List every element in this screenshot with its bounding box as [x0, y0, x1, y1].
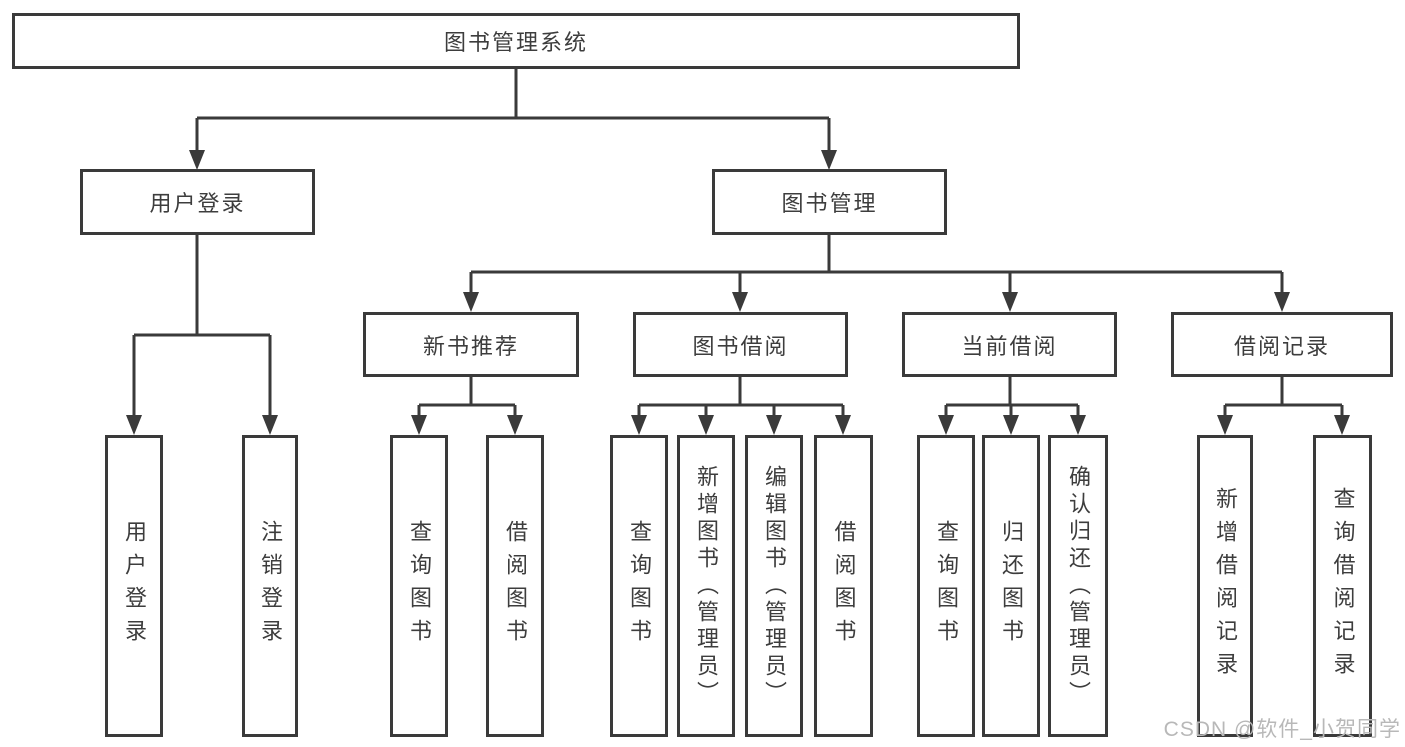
leaf-user-login-label: 用户登录: [122, 520, 147, 652]
leaf-user-login: 用户登录: [105, 435, 163, 737]
leaf-add-book-admin: 新增图书（管理员）: [677, 435, 735, 737]
node-borrow-records-label: 借阅记录: [1233, 333, 1330, 359]
leaf-return-book-label: 归还图书: [999, 520, 1024, 652]
leaf-borrow-books-2: 借阅图书: [814, 435, 873, 737]
leaf-return-book: 归还图书: [982, 435, 1040, 737]
node-root-label: 图书管理系统: [443, 30, 588, 55]
node-user-login-label: 用户登录: [149, 191, 246, 216]
node-book-management: 图书管理: [712, 169, 947, 235]
leaf-add-book-admin-label: 新增图书（管理员）: [694, 464, 719, 708]
watermark: CSDN @软件_小贺同学: [1163, 718, 1401, 741]
node-borrow-records: 借阅记录: [1171, 312, 1393, 377]
node-user-login: 用户登录: [80, 169, 315, 235]
leaf-borrow-books-2-label: 借阅图书: [831, 520, 857, 652]
leaf-add-borrow-record-label: 新增借阅记录: [1213, 487, 1238, 685]
node-new-book-recommend: 新书推荐: [363, 312, 579, 377]
leaf-confirm-return-admin: 确认归还（管理员）: [1048, 435, 1108, 737]
leaf-query-books-1: 查询图书: [390, 435, 448, 737]
node-book-borrowing-label: 图书借阅: [692, 333, 789, 359]
leaf-logout-label: 注销登录: [258, 520, 283, 652]
leaf-query-books-2: 查询图书: [610, 435, 668, 737]
leaf-confirm-return-admin-label: 确认归还（管理员）: [1066, 464, 1091, 708]
leaf-query-borrow-record-label: 查询借阅记录: [1330, 487, 1356, 685]
leaf-query-books-2-label: 查询图书: [627, 520, 652, 652]
node-root: 图书管理系统: [12, 13, 1020, 69]
leaf-logout: 注销登录: [242, 435, 298, 737]
leaf-borrow-books-1: 借阅图书: [486, 435, 544, 737]
node-current-borrowing-label: 当前借阅: [961, 333, 1058, 359]
node-current-borrowing: 当前借阅: [902, 312, 1117, 377]
leaf-edit-book-admin: 编辑图书（管理员）: [745, 435, 803, 737]
leaf-query-borrow-record: 查询借阅记录: [1313, 435, 1372, 737]
node-book-borrowing: 图书借阅: [633, 312, 848, 377]
leaf-query-books-3: 查询图书: [917, 435, 975, 737]
leaf-query-books-1-label: 查询图书: [407, 520, 432, 652]
leaf-add-borrow-record: 新增借阅记录: [1197, 435, 1253, 737]
leaf-borrow-books-1-label: 借阅图书: [503, 520, 528, 652]
node-new-book-recommend-label: 新书推荐: [422, 333, 519, 359]
node-book-management-label: 图书管理: [781, 191, 878, 216]
leaf-edit-book-admin-label: 编辑图书（管理员）: [762, 464, 787, 708]
leaf-query-books-3-label: 查询图书: [934, 520, 959, 652]
